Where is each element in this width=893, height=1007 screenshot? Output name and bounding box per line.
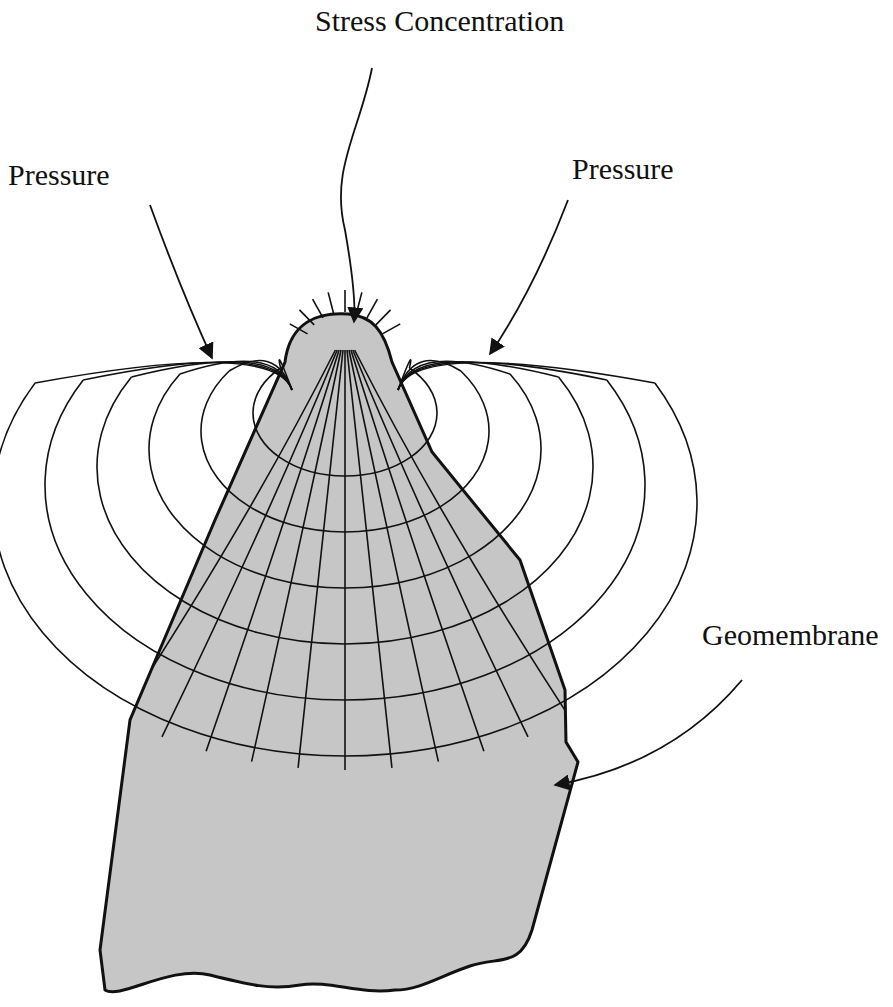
- stress-tick: [356, 292, 361, 313]
- stress-ticks: [290, 290, 401, 334]
- stress-contour: [398, 361, 510, 390]
- stress-tick: [344, 290, 346, 312]
- pressure-label: Pressure: [572, 152, 674, 185]
- leader-arrow: [150, 205, 212, 358]
- stress-line: [351, 350, 484, 751]
- stress-tick: [290, 324, 308, 334]
- stress-line: [344, 350, 346, 770]
- geomembrane-shape: [100, 314, 578, 992]
- stress-concentration-label: Stress Concentration: [315, 4, 564, 37]
- stress-contours: [0, 360, 697, 756]
- stress-contour: [0, 383, 697, 756]
- stress-contour: [35, 363, 292, 390]
- stress-contour: [83, 362, 292, 390]
- stress-line: [252, 350, 341, 762]
- pressure-label: Pressure: [8, 158, 110, 191]
- stress-line: [355, 350, 571, 719]
- leader-arrow: [490, 200, 568, 354]
- stress-line: [120, 350, 336, 719]
- stress-contour: [398, 362, 607, 390]
- geomembrane-label: Geomembrane: [702, 618, 879, 651]
- stress-line: [162, 350, 337, 737]
- stress-tick: [328, 292, 333, 313]
- stress-tick: [367, 299, 377, 318]
- stress-radials: [120, 350, 571, 770]
- stress-line: [349, 350, 438, 762]
- stress-tick: [376, 310, 391, 325]
- stress-contour: [398, 363, 655, 390]
- stress-tick: [382, 324, 400, 334]
- stress-line: [353, 350, 528, 737]
- stress-tick: [313, 299, 323, 318]
- stress-tick: [299, 310, 314, 325]
- stress-line: [206, 350, 339, 751]
- leader-arrow: [555, 680, 742, 785]
- stress-line: [347, 350, 392, 768]
- leader-arrow: [341, 68, 372, 322]
- stress-contour: [180, 361, 292, 390]
- stress-line: [298, 350, 343, 768]
